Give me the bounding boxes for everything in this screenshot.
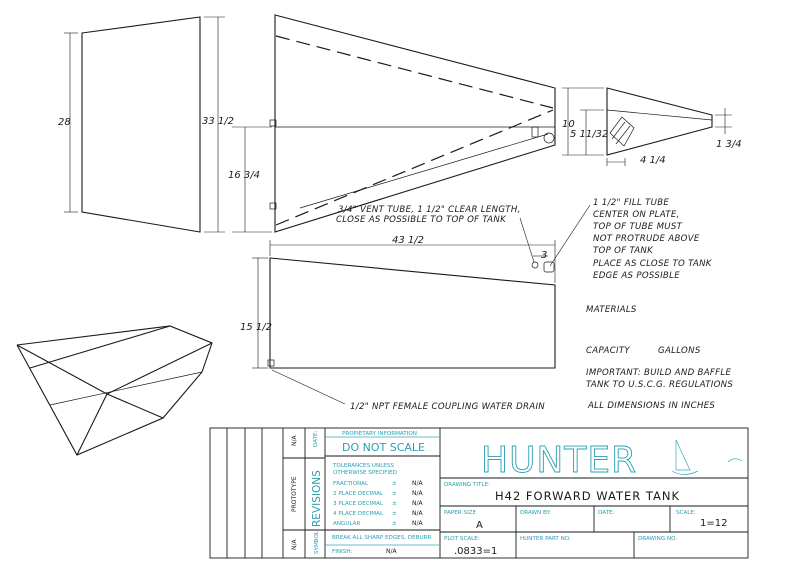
gallons-label: GALLONS — [658, 346, 701, 356]
drain-note: 1/2" NPT FEMALE COUPLING WATER DRAIN — [350, 402, 545, 412]
drawing-title-label: DRAWING TITLE: — [444, 482, 490, 488]
dim-front-height: 28 — [58, 117, 71, 128]
vent-note-line2: CLOSE AS POSSIBLE TO TOP OF TANK — [336, 215, 507, 225]
proprietary-label: PROPIETARY INFORMATION — [342, 431, 417, 437]
tolerance-table: FRACTIONAL ± N/A 2 PLACE DECIMAL ± N/A 3 PLACE… — [333, 480, 424, 527]
tol-row-value: N/A — [412, 480, 424, 487]
break-edges-note: BREAK ALL SHARP EDGES, DEBURR — [332, 535, 431, 541]
tol-row-label: 3 PLACE DECIMAL — [333, 501, 384, 507]
tol-row-symbol: ± — [392, 481, 397, 487]
dim-side-height: 33 1/2 — [202, 116, 234, 127]
rev-prototype: PROTOTYPE — [291, 476, 298, 512]
fill-note-line6: PLACE AS CLOSE TO TANK — [593, 259, 713, 269]
important-line1: IMPORTANT: BUILD AND BAFFLE — [586, 368, 731, 378]
vent-note-line1: 3/4" VENT TUBE, 1 1/2" CLEAR LENGTH, — [338, 205, 521, 215]
isometric-view — [16, 325, 213, 456]
scale-value: 1=12 — [700, 518, 727, 529]
tol-row-symbol: ± — [392, 511, 397, 517]
dim-plan-length: 43 1/2 — [392, 235, 424, 246]
fill-note-line3: TOP OF TUBE MUST — [593, 222, 683, 232]
dim-end-width: 4 1/4 — [640, 155, 666, 166]
dim-plan-offset: 3 — [541, 250, 547, 261]
fill-note-line4: NOT PROTRUDE ABOVE — [593, 234, 700, 244]
dim-end-top: 10 — [562, 119, 575, 130]
side-dims — [204, 16, 272, 233]
all-dims-note: ALL DIMENSIONS IN INCHES — [587, 401, 715, 411]
dim-aft-height: 16 3/4 — [228, 170, 260, 181]
side-view — [269, 14, 556, 233]
dim-end-tip: 1 3/4 — [716, 139, 742, 150]
do-not-scale: DO NOT SCALE — [342, 441, 425, 454]
drawing-no-label: DRAWING NO. — [638, 536, 677, 542]
plan-view — [252, 204, 591, 405]
tol-row-value: N/A — [412, 490, 424, 497]
rev-date-label: DATE: — [313, 430, 319, 447]
end-view — [562, 87, 732, 166]
tolerances-line1: TOLERANCES UNLESS — [332, 463, 394, 469]
fill-note-line1: 1 1/2" FILL TUBE — [593, 198, 669, 208]
materials-label: MATERIALS — [586, 305, 637, 315]
tol-row-symbol: ± — [392, 491, 397, 497]
drawing-title: H42 FORWARD WATER TANK — [495, 489, 680, 503]
rev-symbol-label: SYMBOL — [314, 530, 320, 554]
paper-size-label: PAPER SIZE — [444, 510, 476, 516]
tol-row-value: N/A — [412, 500, 424, 507]
sailboat-icon — [727, 458, 743, 463]
important-line2: TANK TO U.S.C.G. REGULATIONS — [586, 380, 733, 390]
dim-plan-height: 15 1/2 — [240, 322, 272, 333]
rev-na-2: N/A — [291, 538, 298, 550]
tol-row-label: 2 PLACE DECIMAL — [333, 491, 384, 497]
front-view — [64, 16, 201, 233]
tol-row-value: N/A — [412, 520, 424, 527]
fill-note-line7: EDGE AS POSSIBLE — [593, 271, 680, 281]
tol-row-symbol: ± — [392, 521, 397, 527]
tol-row-label: FRACTIONAL — [333, 481, 369, 487]
capacity-label: CAPACITY — [586, 346, 630, 356]
tol-row-label: ANGULAR — [333, 521, 361, 527]
fill-note-line5: TOP OF TANK — [593, 246, 654, 256]
hunter-logo: HUNTER — [481, 440, 637, 481]
date-label-2: DATE: — [598, 510, 615, 516]
finish-label: FINISH: — [332, 549, 352, 555]
title-block-frame — [209, 427, 749, 559]
paper-size-value: A — [476, 520, 483, 531]
drawn-by-label: DRAWN BY: — [520, 510, 551, 516]
finish-value: N/A — [386, 548, 398, 555]
tol-row-symbol: ± — [392, 501, 397, 507]
revisions-label: REVISIONS — [311, 470, 323, 527]
fill-note-line2: CENTER ON PLATE, — [593, 210, 680, 220]
scale-label: SCALE: — [676, 510, 696, 516]
rev-na-1: N/A — [291, 434, 298, 446]
plot-scale-label: PLOT SCALE: — [444, 536, 480, 542]
plot-scale-value: .0833=1 — [454, 546, 497, 557]
part-no-label: HUNTER PART NO. — [520, 536, 571, 542]
tol-row-label: 4 PLACE DECIMAL — [333, 511, 384, 517]
tolerances-line2: OTHERWISE SPECIFIED — [333, 470, 397, 476]
tol-row-value: N/A — [412, 510, 424, 517]
dim-end-mid: 5 11/32 — [570, 129, 608, 140]
